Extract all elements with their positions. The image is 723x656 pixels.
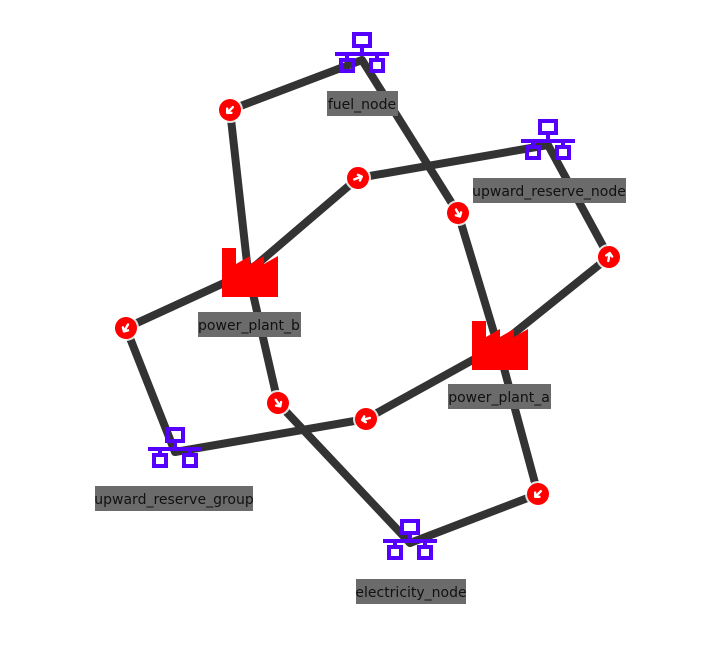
node-upward-reserve-group[interactable] (148, 427, 202, 468)
relationship-rel-6[interactable] (260, 385, 296, 421)
node-label: electricity_node (355, 585, 466, 601)
relationship-rel-3[interactable] (341, 161, 374, 194)
edge-plant-a-to-electricity[interactable] (406, 342, 543, 547)
node-label: upward_reserve_node (472, 184, 626, 200)
node-label: upward_reserve_group (94, 492, 254, 508)
network-icon (383, 519, 437, 560)
factory-icon (472, 321, 528, 370)
label-upward-reserve-node: upward_reserve_node (472, 178, 626, 203)
unit-power-plant-a[interactable] (472, 321, 528, 370)
network-icon (521, 119, 575, 160)
node-fuel-node[interactable] (335, 32, 389, 73)
node-label: power_plant_b (198, 318, 300, 334)
edge-plant-b-to-reserve-group[interactable] (120, 268, 252, 456)
label-fuel-node: fuel_node (327, 91, 398, 116)
node-label: power_plant_a (448, 390, 550, 406)
unit-power-plant-b[interactable] (222, 248, 278, 297)
edge-plant-a-to-reserve-node[interactable] (494, 141, 615, 350)
node-upward-reserve-node[interactable] (521, 119, 575, 160)
factory-icon (222, 248, 278, 297)
relationship-rel-7[interactable] (350, 403, 382, 435)
network-icon (148, 427, 202, 468)
relationship-layer (108, 92, 624, 513)
node-icon-layer (148, 32, 575, 560)
relationship-rel-5[interactable] (108, 310, 144, 346)
label-electricity-node: electricity_node (355, 579, 467, 604)
label-power-plant-a: power_plant_a (448, 384, 551, 409)
relationship-rel-1[interactable] (212, 92, 249, 129)
relationship-rel-8[interactable] (520, 476, 557, 513)
node-electricity-node[interactable] (383, 519, 437, 560)
relationship-rel-4[interactable] (594, 242, 624, 272)
node-label: fuel_node (328, 97, 396, 113)
edge-layer (120, 56, 615, 547)
network-icon (335, 32, 389, 73)
label-power-plant-b: power_plant_b (198, 312, 301, 337)
relationship-rel-2[interactable] (440, 195, 476, 231)
label-layer: fuel_node upward_reserve_node power_plan… (94, 91, 626, 604)
label-upward-reserve-group: upward_reserve_group (94, 486, 254, 511)
edge-plant-b-to-reserve-node[interactable] (244, 141, 552, 276)
